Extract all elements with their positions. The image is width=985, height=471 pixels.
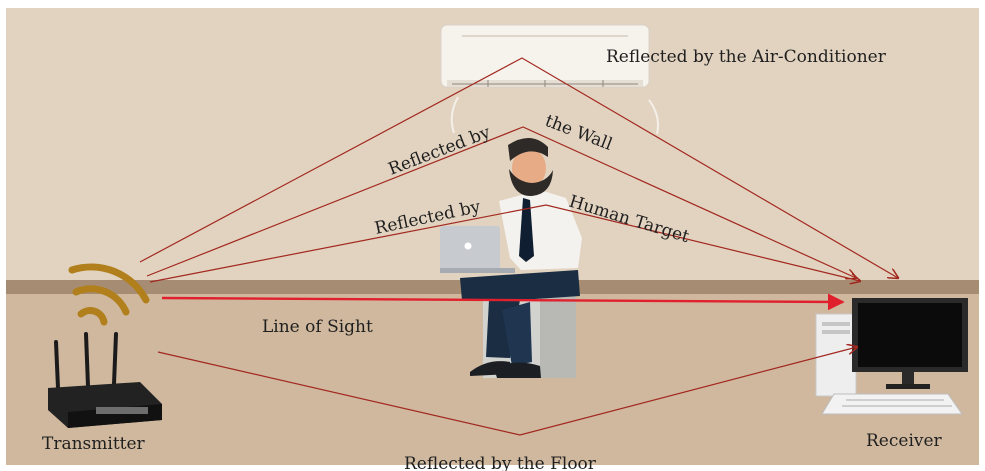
label-ac-reflection: Reflected by the Air-Conditioner bbox=[606, 47, 887, 67]
label-receiver: Receiver bbox=[866, 431, 943, 451]
desktop-computer-icon bbox=[816, 298, 968, 414]
label-transmitter: Transmitter bbox=[42, 434, 146, 454]
label-floor-reflection: Reflected by the Floor bbox=[404, 454, 597, 471]
label-line-of-sight: Line of Sight bbox=[262, 317, 373, 337]
